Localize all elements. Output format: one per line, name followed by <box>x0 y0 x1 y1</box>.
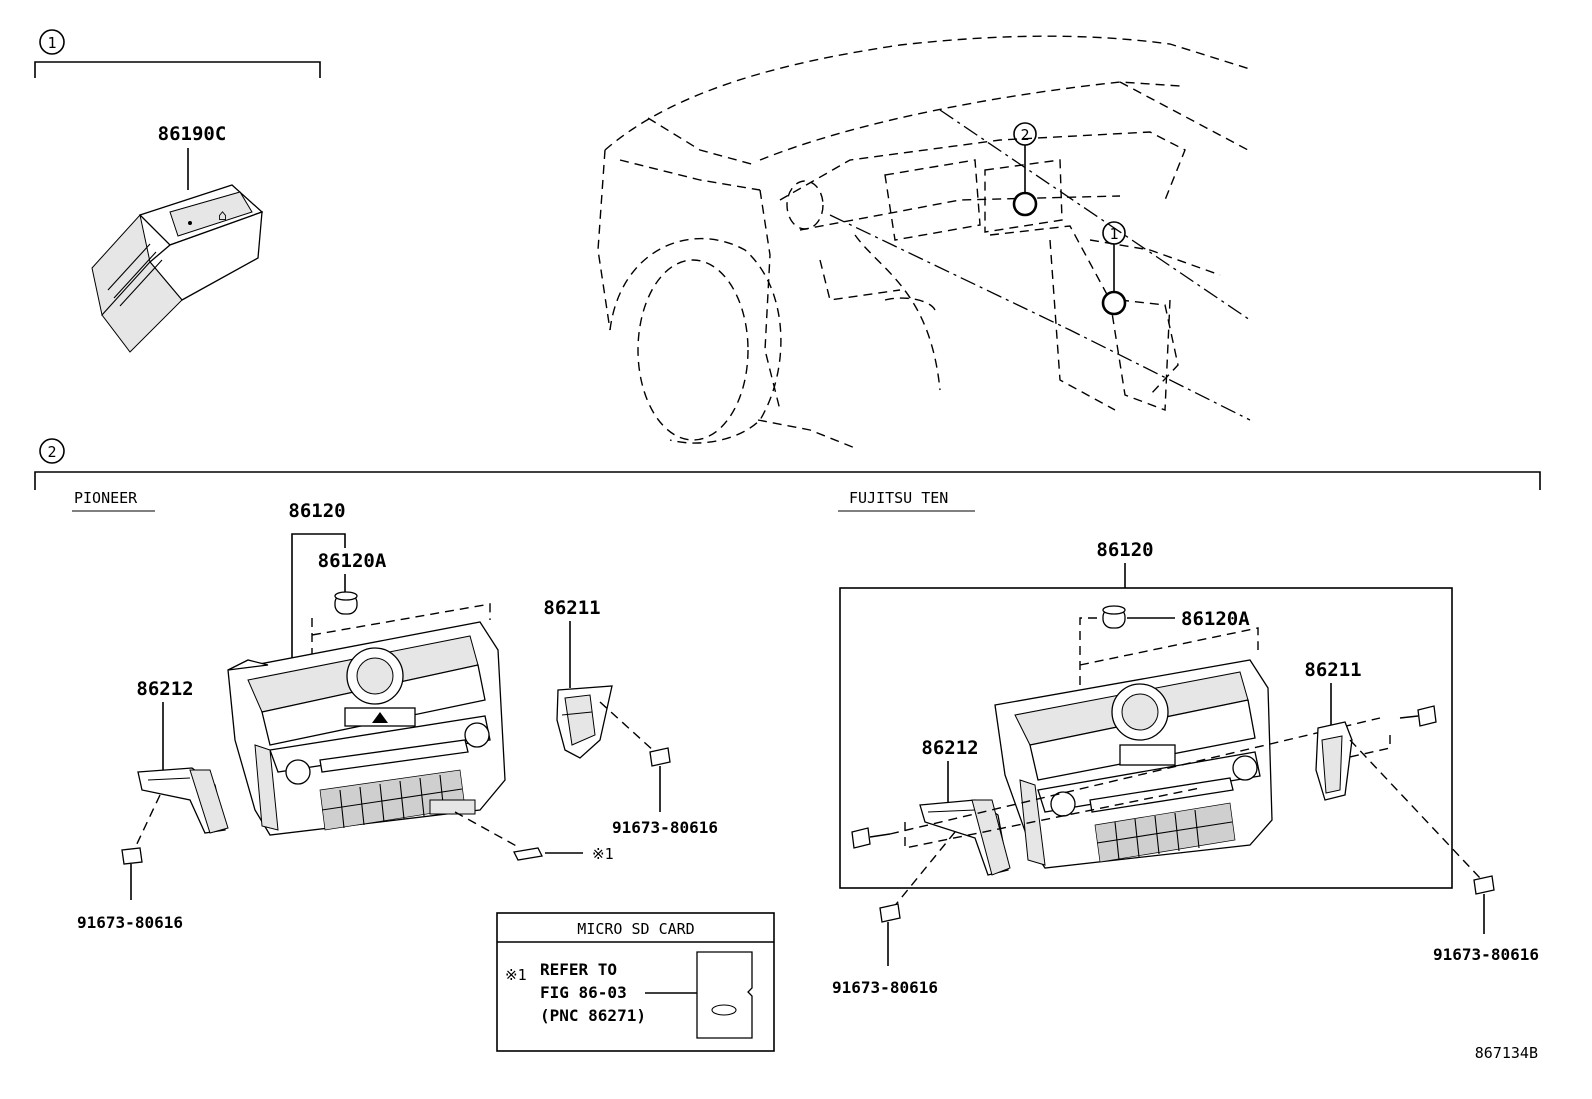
sd-box-ref-mark: ※1 <box>505 966 527 984</box>
sd-box-line1: REFER TO <box>540 960 617 979</box>
fujitsu-head-unit-86120 <box>994 659 1273 869</box>
section-2-marker: 2 <box>47 443 56 461</box>
pioneer-sd-card <box>513 847 543 861</box>
figure-id: 867134B <box>1475 1044 1538 1062</box>
pioneer-bracket-86212 <box>137 767 229 834</box>
fujitsu-part-86212: 86212 <box>921 737 978 759</box>
pioneer-label: PIONEER <box>74 489 138 507</box>
fujitsu-bracket-86212 <box>919 799 1011 876</box>
section-1: 1 86190C ⌂ <box>34 29 321 353</box>
fujitsu-bracket-86211 <box>1315 721 1353 801</box>
sd-box-line3: (PNC 86271) <box>540 1006 646 1025</box>
pioneer-bolt-right <box>649 747 671 812</box>
section-1-marker-circle <box>39 29 65 55</box>
vehicle-marker-1: 1 <box>1109 225 1118 243</box>
fujitsu-bolt-left-number: 91673-80616 <box>832 978 938 997</box>
sd-card-reference-box: MICRO SD CARD ※1 REFER TO FIG 86-03 (PNC… <box>496 912 775 1052</box>
fujitsu-label: FUJITSU TEN <box>849 489 948 507</box>
pioneer-part-86120a: 86120A <box>318 550 387 572</box>
part-number-86190c: 86190C <box>158 123 227 145</box>
pioneer-sd-note: ※1 <box>592 845 614 863</box>
pioneer-bolt-right-number: 91673-80616 <box>612 818 718 837</box>
fujitsu-part-86211: 86211 <box>1304 659 1361 681</box>
pioneer-bracket-86211 <box>556 685 613 759</box>
pioneer-part-86212: 86212 <box>136 678 193 700</box>
pioneer-knob-86120a <box>334 591 358 615</box>
fujitsu-bolt-horizontal <box>851 827 891 849</box>
section-1-marker: 1 <box>47 34 56 52</box>
fujitsu-part-86120: 86120 <box>1096 539 1153 561</box>
micro-sd-card-icon <box>696 951 753 1039</box>
fujitsu-bolt-top-right <box>1399 705 1437 727</box>
fujitsu-assembly-box <box>839 587 1453 889</box>
pioneer-bolt-left <box>121 847 143 900</box>
section-1-bracket <box>34 61 321 78</box>
pioneer-group: PIONEER 86120 86120A <box>72 489 718 932</box>
switch-module-86190c: ⌂ <box>91 184 264 353</box>
section-2-marker-circle <box>39 438 65 464</box>
fujitsu-part-86120a: 86120A <box>1181 608 1250 630</box>
sd-box-title: MICRO SD CARD <box>577 920 694 938</box>
fujitsu-bolt-left <box>879 903 901 966</box>
section-2-bracket <box>34 471 1541 490</box>
fujitsu-bolt-right <box>1473 875 1495 934</box>
pioneer-part-86211: 86211 <box>543 597 600 619</box>
vehicle-interior-illustration: 2 1 <box>597 35 1254 449</box>
fujitsu-bolt-right-number: 91673-80616 <box>1433 945 1539 964</box>
pioneer-head-unit-86120 <box>227 621 506 836</box>
location-point-2 <box>1012 191 1038 217</box>
fujitsu-group: FUJITSU TEN 86120 86120A <box>832 489 1539 997</box>
fujitsu-knob-86120a <box>1102 605 1126 629</box>
sd-box-line2: FIG 86-03 <box>540 983 627 1002</box>
svg-text:⌂: ⌂ <box>218 206 227 224</box>
location-point-1 <box>1101 290 1127 316</box>
pioneer-bolt-left-number: 91673-80616 <box>77 913 183 932</box>
pioneer-part-86120: 86120 <box>288 500 345 522</box>
section-2: 2 <box>34 438 1541 490</box>
vehicle-marker-2: 2 <box>1020 126 1029 144</box>
